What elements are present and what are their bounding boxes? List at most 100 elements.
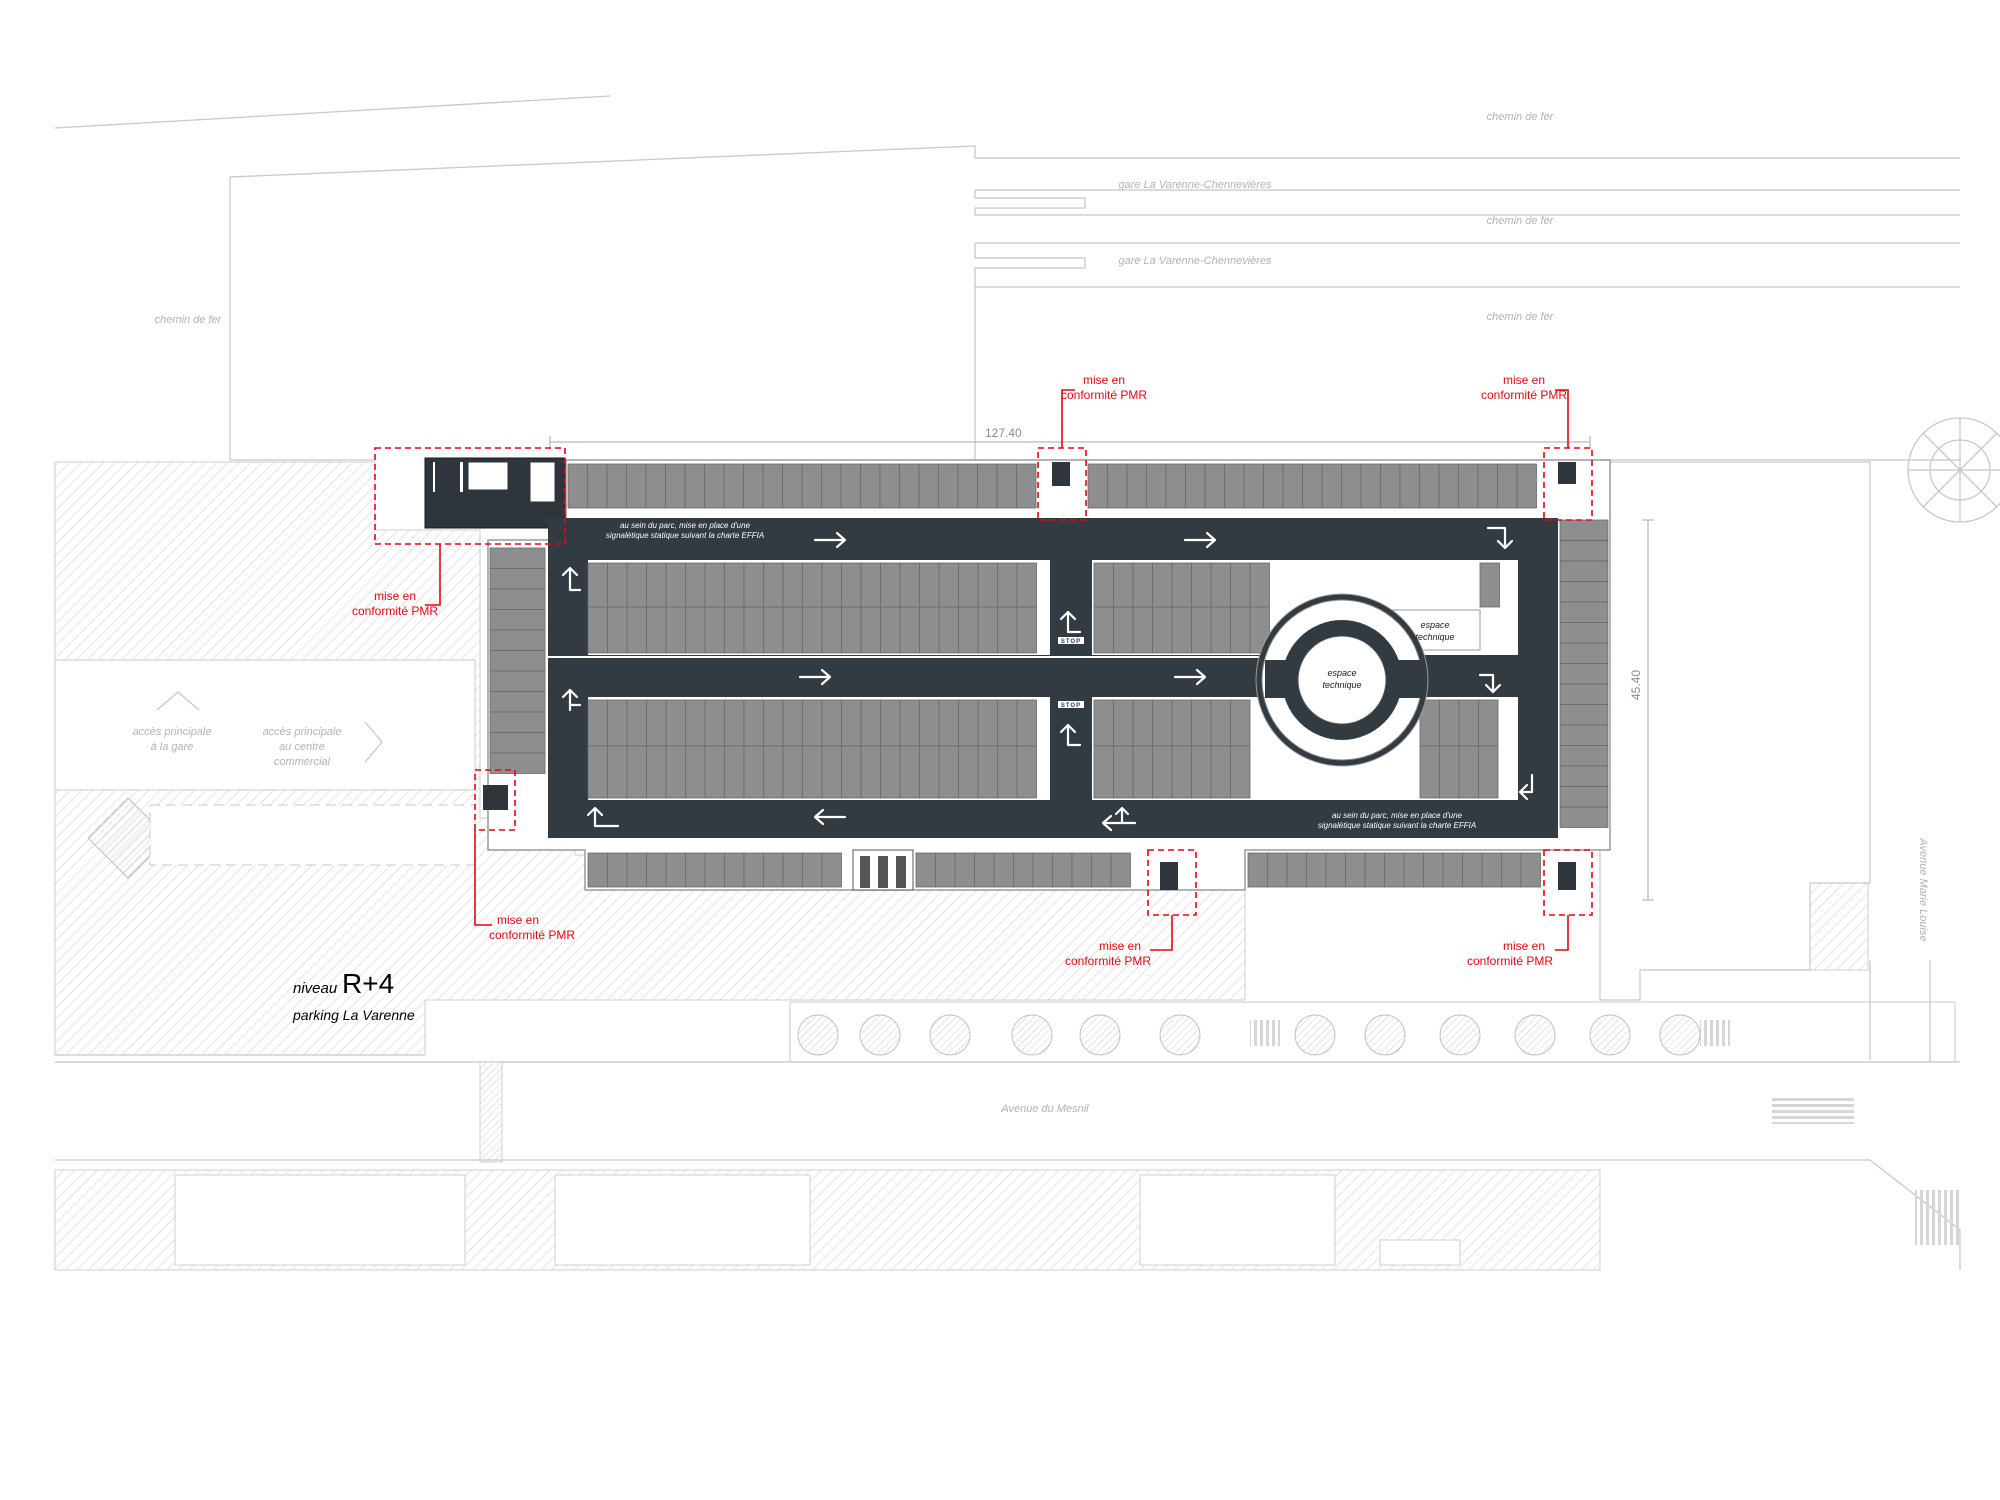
parking-stall xyxy=(1052,852,1073,888)
parking-stall xyxy=(977,562,998,608)
parking-stall xyxy=(1477,463,1498,509)
parking-stall xyxy=(489,732,546,754)
parking-stalls xyxy=(489,463,1609,888)
parking-stall xyxy=(1516,463,1537,509)
pmr-callout: mise en xyxy=(1099,939,1141,953)
parking-stall xyxy=(993,852,1014,888)
arrow-right-icon xyxy=(813,531,847,549)
parking-stall xyxy=(607,606,628,654)
parking-stall xyxy=(1210,562,1231,608)
parking-stall xyxy=(996,463,1017,509)
level-name: parking La Varenne xyxy=(292,1007,415,1023)
parking-stall xyxy=(646,606,667,654)
parking-stall xyxy=(841,745,862,799)
parking-stall xyxy=(1462,852,1483,888)
parking-stall xyxy=(821,606,842,654)
parking-stall xyxy=(1497,463,1518,509)
parking-stall xyxy=(899,745,920,799)
parking-stall xyxy=(685,562,706,608)
parking-stall xyxy=(1321,463,1342,509)
signage-note: au sein du parc, mise en place d'une xyxy=(1332,811,1463,820)
station-label: gare La Varenne-Chennevières xyxy=(1118,179,1272,191)
access-label: au centre xyxy=(279,741,325,753)
parking-stall xyxy=(880,606,901,654)
parking-stall xyxy=(1230,606,1251,654)
parking-stall xyxy=(724,699,745,747)
parking-stall xyxy=(1403,852,1424,888)
parking-stall xyxy=(685,852,706,888)
parking-stall xyxy=(489,588,546,610)
parking-stall xyxy=(626,463,647,509)
parking-stall xyxy=(724,562,745,608)
parking-stall xyxy=(1306,852,1327,888)
parking-stall xyxy=(1191,562,1212,608)
parking-stall xyxy=(938,745,959,799)
parking-stall xyxy=(880,745,901,799)
parking-stall xyxy=(1230,699,1251,747)
parking-stall xyxy=(1419,745,1440,799)
parking-stall xyxy=(489,547,546,569)
parking-stall xyxy=(763,606,784,654)
parking-stall xyxy=(1171,699,1192,747)
parking-stall xyxy=(626,745,647,799)
parking-stall xyxy=(1091,852,1112,888)
turn-up-icon xyxy=(561,688,582,712)
parking-stall xyxy=(1230,745,1251,799)
parking-stall xyxy=(1071,852,1092,888)
parking-stall xyxy=(1399,463,1420,509)
parking-stall xyxy=(802,699,823,747)
parking-stall xyxy=(665,699,686,747)
parking-stall xyxy=(1107,463,1128,509)
surrounding-buildings xyxy=(54,461,1961,1271)
parking-stall xyxy=(1247,852,1268,888)
parking-stall xyxy=(1479,562,1500,608)
parking-stall xyxy=(1439,699,1460,747)
parking-stall xyxy=(1360,463,1381,509)
helical-ramp xyxy=(1255,593,1481,767)
parking-stall xyxy=(1423,852,1444,888)
parking-stall xyxy=(1126,463,1147,509)
parking-stall xyxy=(763,852,784,888)
parking-stall xyxy=(899,606,920,654)
parking-stall xyxy=(938,463,959,509)
signage-note: signalétique statique suivant la charte … xyxy=(606,531,764,540)
parking-stall xyxy=(1132,699,1153,747)
railway-context xyxy=(54,95,1960,461)
parking-stall xyxy=(1132,606,1153,654)
parking-stall xyxy=(977,606,998,654)
parking-stall xyxy=(724,745,745,799)
parking-stall xyxy=(1384,852,1405,888)
parking-stall xyxy=(841,562,862,608)
parking-stall xyxy=(1501,852,1522,888)
parking-stall xyxy=(704,745,725,799)
dimension-length: 127.40 xyxy=(985,426,1022,440)
parking-stall xyxy=(587,562,608,608)
parking-stall xyxy=(704,699,725,747)
station-label: gare La Varenne-Chennevières xyxy=(1118,255,1272,267)
parking-stall xyxy=(801,463,822,509)
parking-stall xyxy=(724,852,745,888)
parking-stall xyxy=(958,606,979,654)
parking-stall xyxy=(1559,601,1609,623)
parking-stall xyxy=(958,562,979,608)
parking-stall xyxy=(1204,463,1225,509)
parking-stall xyxy=(1439,745,1460,799)
parking-stall xyxy=(1191,745,1212,799)
parking-stall xyxy=(1438,463,1459,509)
dimension-width: 45.40 xyxy=(1629,670,1643,700)
parking-stall xyxy=(841,699,862,747)
parking-stall xyxy=(1458,745,1479,799)
parking-stall xyxy=(1442,852,1463,888)
parking-stall xyxy=(607,852,628,888)
parking-stall xyxy=(489,711,546,733)
parking-stall xyxy=(626,699,647,747)
parking-stall xyxy=(1559,642,1609,664)
parking-stall xyxy=(1152,606,1173,654)
parking-stall xyxy=(665,562,686,608)
parking-stall xyxy=(997,745,1018,799)
parking-stall xyxy=(763,562,784,608)
parking-stall xyxy=(1210,745,1231,799)
parking-stall xyxy=(840,463,861,509)
parking-stall xyxy=(685,745,706,799)
parking-stall xyxy=(1341,463,1362,509)
